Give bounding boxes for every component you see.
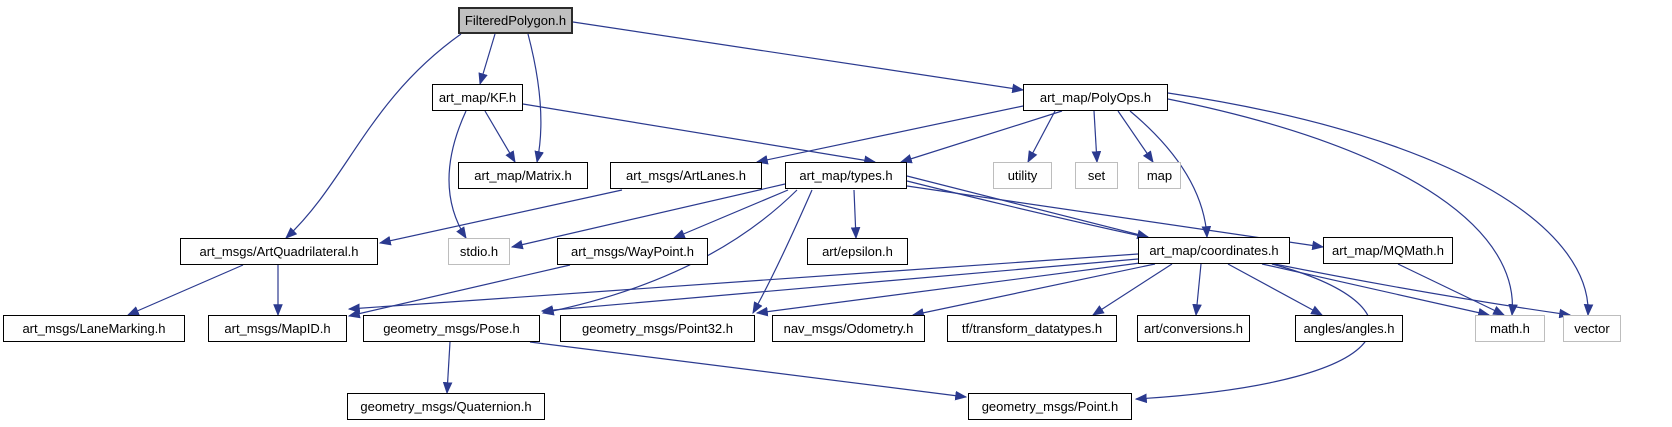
- include-edge-polyops-coordinates: [1129, 110, 1212, 239]
- graph-node-polyops[interactable]: art_map/PolyOps.h: [1023, 84, 1168, 111]
- include-edge-waypoint-mapid: [347, 264, 571, 319]
- graph-node-stdio: stdio.h: [448, 238, 510, 265]
- graph-node-kf[interactable]: art_map/KF.h: [432, 84, 523, 111]
- graph-node-angles[interactable]: angles/angles.h: [1295, 315, 1403, 342]
- include-edge-filteredpolygon-kf: [478, 33, 496, 86]
- include-edge-kf-types: [522, 103, 877, 165]
- include-edge-types-mqmath: [906, 185, 1325, 251]
- include-edge-types-point32: [752, 189, 813, 315]
- include-edge-polyops-types: [899, 110, 1063, 164]
- graph-node-types[interactable]: art_map/types.h: [785, 162, 907, 189]
- include-edge-types-pose: [541, 189, 798, 316]
- graph-node-quaternion[interactable]: geometry_msgs/Quaternion.h: [347, 393, 545, 420]
- include-edge-coordinates-tf: [1091, 263, 1173, 316]
- graph-node-waypoint[interactable]: art_msgs/WayPoint.h: [557, 238, 708, 265]
- graph-node-map: map: [1138, 162, 1181, 189]
- include-edge-polyops-vector: [1167, 92, 1594, 317]
- include-edge-polyops-utility: [1027, 110, 1056, 164]
- include-edge-artquad-lanemarking: [126, 264, 244, 316]
- graph-node-pose[interactable]: geometry_msgs/Pose.h: [363, 315, 540, 342]
- graph-node-epsilon[interactable]: art/epsilon.h: [807, 238, 908, 265]
- include-edge-filteredpolygon-polyops: [572, 21, 1025, 94]
- include-edge-filteredpolygon-matrix: [527, 33, 544, 164]
- graph-node-math: math.h: [1475, 315, 1545, 342]
- graph-node-point32[interactable]: geometry_msgs/Point32.h: [560, 315, 755, 342]
- include-edge-filteredpolygon-artquad: [285, 33, 462, 239]
- include-edge-coordinates-angles: [1227, 263, 1324, 316]
- include-edge-kf-matrix: [484, 110, 516, 164]
- include-edge-coordinates-point32: [755, 262, 1141, 317]
- include-edge-polyops-artlanes: [755, 105, 1024, 165]
- graph-node-conversions[interactable]: art/conversions.h: [1137, 315, 1250, 342]
- include-edge-types-waypoint: [672, 189, 789, 239]
- include-edge-coordinates-odometry: [911, 263, 1156, 318]
- include-edge-types-epsilon: [850, 189, 861, 240]
- graph-node-tf[interactable]: tf/transform_datatypes.h: [947, 315, 1117, 342]
- graph-node-point[interactable]: geometry_msgs/Point.h: [968, 393, 1132, 420]
- include-edge-coordinates-pose: [540, 258, 1139, 315]
- include-edge-coordinates-mapid: [347, 253, 1139, 314]
- graph-node-odometry[interactable]: nav_msgs/Odometry.h: [772, 315, 925, 342]
- include-edge-coordinates-conversions: [1192, 263, 1202, 317]
- graph-node-vector: vector: [1563, 315, 1621, 342]
- graph-node-utility: utility: [993, 162, 1052, 189]
- graph-node-lanemarking[interactable]: art_msgs/LaneMarking.h: [3, 315, 185, 342]
- include-edge-pose-point: [529, 341, 968, 401]
- graph-node-mapid[interactable]: art_msgs/MapID.h: [208, 315, 347, 342]
- include-edge-types-coordinates: [906, 175, 1150, 240]
- graph-node-mqmath[interactable]: art_map/MQMath.h: [1323, 237, 1453, 264]
- include-edge-polyops-math: [1167, 98, 1518, 317]
- graph-node-set: set: [1075, 162, 1118, 189]
- graph-node-artquad[interactable]: art_msgs/ArtQuadrilateral.h: [180, 238, 378, 265]
- include-edge-mqmath-math: [1397, 263, 1506, 316]
- include-edge-polyops-map: [1117, 110, 1154, 163]
- include-edge-polyops-set: [1091, 110, 1102, 164]
- graph-node-matrix[interactable]: art_map/Matrix.h: [458, 162, 588, 189]
- include-edge-artlanes-artquad: [378, 189, 623, 246]
- graph-node-artlanes[interactable]: art_msgs/ArtLanes.h: [610, 162, 762, 189]
- graph-node-coordinates[interactable]: art_map/coordinates.h: [1138, 237, 1290, 264]
- include-edge-types-stdio: [510, 183, 786, 250]
- graph-node-filteredpolygon[interactable]: FilteredPolygon.h: [458, 7, 573, 34]
- include-edge-pose-quaternion: [442, 341, 453, 395]
